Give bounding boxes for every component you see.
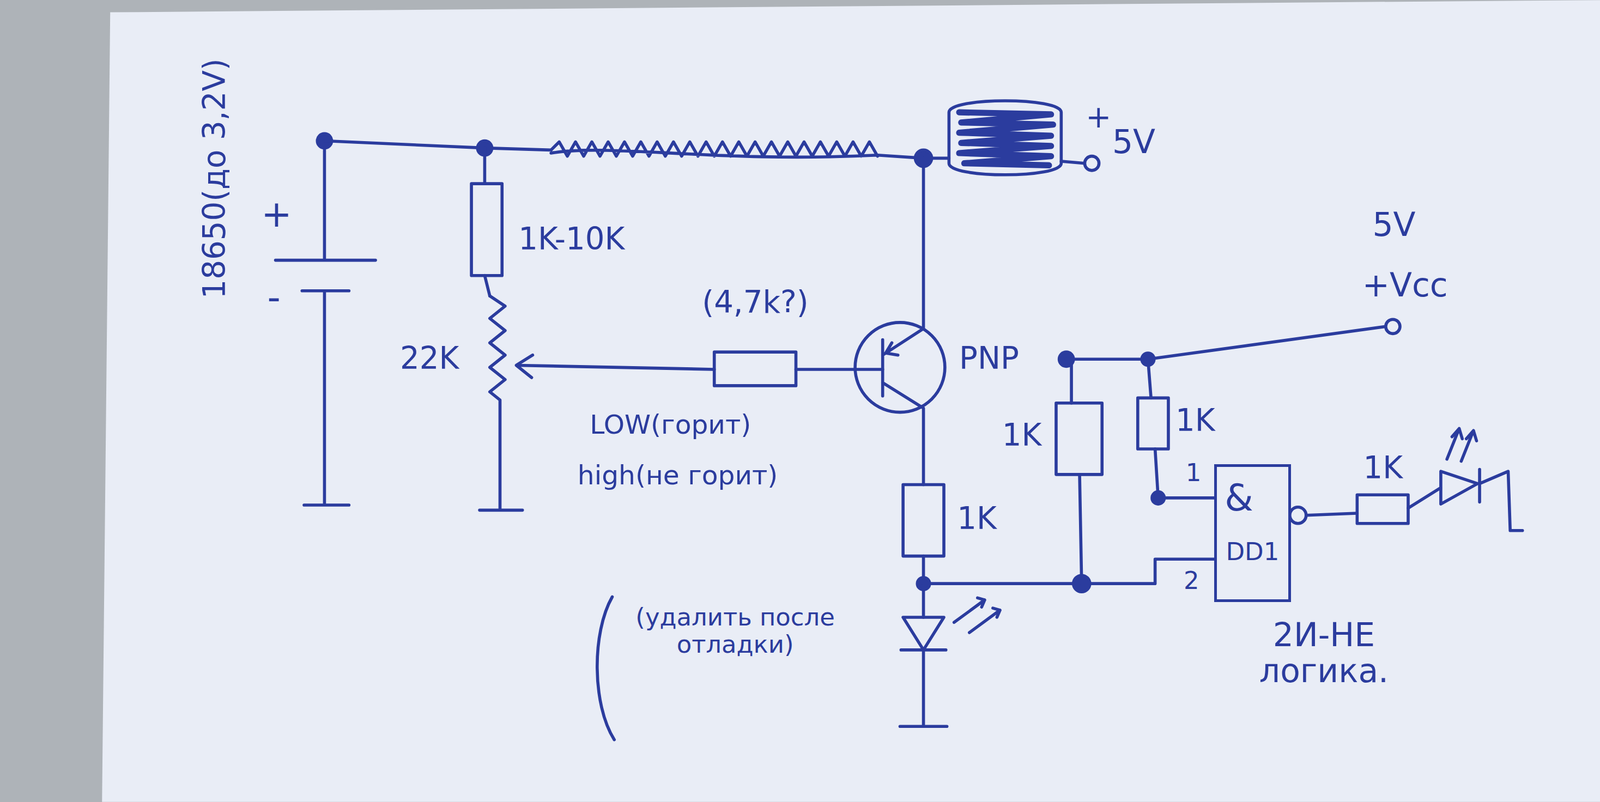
junction-dot bbox=[1152, 492, 1165, 505]
schematic-label: (4,7k?) bbox=[701, 285, 809, 320]
wire bbox=[923, 559, 1215, 584]
wire bbox=[877, 155, 949, 159]
schematic-label: 22K bbox=[400, 341, 459, 376]
schematic-label: + bbox=[1085, 100, 1112, 135]
led-symbol bbox=[900, 617, 948, 727]
schematic-label: 1K bbox=[1363, 451, 1404, 486]
inverter-bubble bbox=[1289, 507, 1307, 524]
resistor-symbol bbox=[902, 485, 944, 557]
wire bbox=[484, 148, 490, 297]
wire bbox=[1306, 513, 1358, 516]
schematic-label: 1K bbox=[1002, 418, 1042, 453]
schematic-label: 5V bbox=[1112, 124, 1156, 161]
terminal bbox=[1084, 156, 1099, 171]
scribbled-out-wire bbox=[550, 141, 878, 157]
resistor-symbol bbox=[1137, 397, 1169, 450]
resistor-symbol bbox=[714, 352, 797, 386]
led-symbol bbox=[1408, 469, 1523, 531]
schematic-label: 1K bbox=[956, 501, 997, 536]
schematic-label: 1K bbox=[1175, 403, 1216, 438]
bracket bbox=[597, 597, 615, 741]
logic-gate-box: & DD1 bbox=[1214, 464, 1291, 603]
terminal bbox=[1385, 319, 1400, 334]
wiper-arrow bbox=[516, 355, 714, 378]
scribble bbox=[959, 112, 1053, 166]
resistor-symbol bbox=[1356, 494, 1409, 524]
light-arrows bbox=[954, 597, 1000, 633]
resistor-symbol bbox=[471, 183, 502, 276]
wire bbox=[1061, 161, 1085, 164]
resistor-symbol bbox=[1056, 403, 1102, 475]
gate-text: & bbox=[1224, 477, 1254, 519]
schematic-label: LOW(горит) bbox=[589, 410, 751, 440]
schematic-label: + bbox=[261, 194, 292, 235]
schematic-label: 18650(до 3,2V) bbox=[197, 58, 232, 299]
schematic-label: - bbox=[267, 277, 281, 318]
potentiometer-symbol bbox=[479, 295, 523, 511]
schematic-label: 2 bbox=[1183, 567, 1200, 595]
wire bbox=[796, 367, 883, 372]
schematic-label: 2И-НЕ логика. bbox=[1209, 617, 1439, 690]
wire bbox=[324, 141, 551, 151]
schematic-label: high(не горит) bbox=[577, 461, 779, 491]
transistor-symbol bbox=[882, 158, 924, 485]
schematic-label: 5V bbox=[1372, 207, 1416, 244]
schematic-label: PNP bbox=[959, 341, 1020, 376]
schematic-label: +Vcc bbox=[1362, 267, 1448, 304]
paper-sheet bbox=[101, 0, 1600, 802]
wire bbox=[1071, 359, 1082, 584]
schematic-label: 1 bbox=[1185, 459, 1202, 487]
scribbled-out-part bbox=[948, 100, 1062, 175]
gate-text: DD1 bbox=[1226, 538, 1280, 566]
wire bbox=[1066, 326, 1386, 360]
light-arrows bbox=[1446, 428, 1477, 462]
schematic-label: (удалить после отладки) bbox=[620, 603, 850, 658]
transistor-symbol bbox=[855, 322, 945, 413]
schematic-label: 1K-10K bbox=[518, 222, 625, 257]
